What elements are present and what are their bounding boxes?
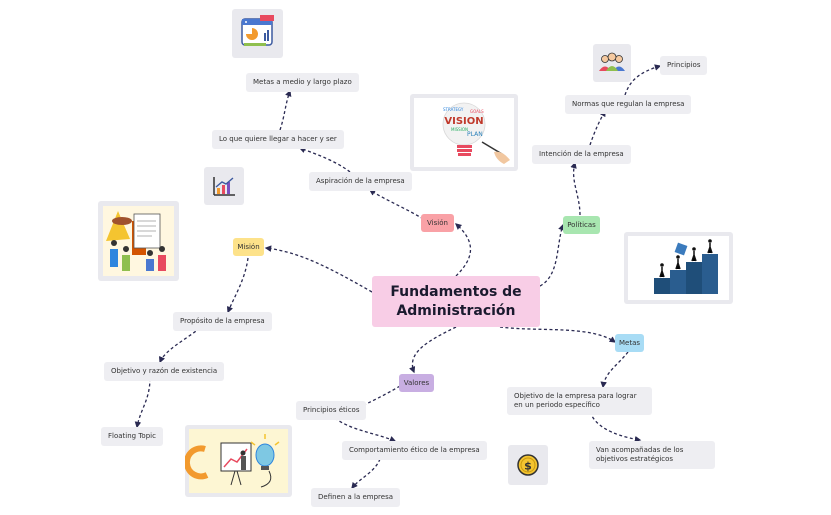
branch-politicas[interactable]: Políticas	[563, 216, 600, 234]
link-comport-definen	[351, 458, 381, 490]
link-principios-comport	[334, 417, 397, 443]
link-central-mision	[264, 245, 373, 293]
branch-vision[interactable]: Visión	[421, 214, 454, 232]
link-vision-aspiracion	[368, 189, 429, 223]
topic-comportamiento[interactable]: Comportamiento ético de la empresa	[342, 441, 487, 460]
link-central-vision	[455, 223, 472, 277]
vision-image-text: VISION	[444, 116, 483, 127]
link-metas-objetivo	[600, 351, 629, 389]
svg-text:$: $	[524, 460, 532, 473]
topic-principios[interactable]: Principios	[660, 56, 708, 75]
topic-normas[interactable]: Normas que regulan la empresa	[565, 95, 692, 114]
branch-valores[interactable]: Valores	[399, 374, 434, 392]
topic-lo-que-quiere[interactable]: Lo que quiere llegar a hacer y ser	[212, 130, 344, 149]
link-proposito-objetivo	[159, 327, 201, 364]
svg-text:MISSION: MISSION	[451, 127, 468, 132]
growth-idea-image	[185, 425, 292, 497]
topic-principios-eticos[interactable]: Principios éticos	[296, 401, 367, 420]
branch-mision[interactable]: Misión	[233, 238, 264, 256]
svg-text:GOALS: GOALS	[470, 109, 484, 114]
team-icon	[593, 44, 631, 82]
link-mision-proposito	[226, 257, 249, 314]
link-politicas-intencion	[570, 161, 581, 216]
svg-text:STRATEGY: STRATEGY	[443, 107, 464, 112]
floating-topic[interactable]: Floating Topic	[101, 427, 163, 446]
puzzle-climb-image	[624, 232, 733, 304]
topic-van-acompanadas[interactable]: Van acompañadas de los objetivos estraté…	[589, 441, 715, 469]
link-aspiracion-llegar	[298, 146, 351, 173]
report-chart-icon	[232, 9, 283, 58]
topic-aspiracion[interactable]: Aspiración de la empresa	[309, 172, 412, 191]
link-objetivo-floating	[134, 377, 151, 429]
link-llegar-metas	[279, 89, 292, 131]
topic-objetivo-periodo[interactable]: Objetivo de la empresa para lograr en un…	[507, 387, 652, 415]
bar-growth-icon	[204, 167, 244, 205]
central-topic[interactable]: Fundamentos de Administración	[372, 276, 540, 327]
topic-definen[interactable]: Definen a la empresa	[311, 488, 401, 507]
link-intencion-normas	[589, 109, 606, 146]
coin-icon: $	[508, 445, 548, 485]
topic-metas-plazo[interactable]: Metas a medio y largo plazo	[246, 73, 359, 92]
team-presentation-image	[98, 201, 179, 281]
topic-proposito[interactable]: Propósito de la empresa	[173, 312, 272, 331]
topic-intencion[interactable]: Intención de la empresa	[532, 145, 631, 164]
svg-text:PLAN: PLAN	[467, 131, 483, 138]
branch-metas[interactable]: Metas	[615, 334, 644, 352]
link-central-politicas	[539, 223, 565, 287]
topic-objetivo-razon[interactable]: Objetivo y razón de existencia	[104, 362, 225, 381]
vision-lightbulb-image: STRATEGY GOALS VISION MISSION PLAN	[410, 94, 518, 171]
link-objetivo-van	[589, 411, 642, 443]
link-central-valores	[409, 326, 457, 374]
link-central-metas	[499, 326, 617, 343]
